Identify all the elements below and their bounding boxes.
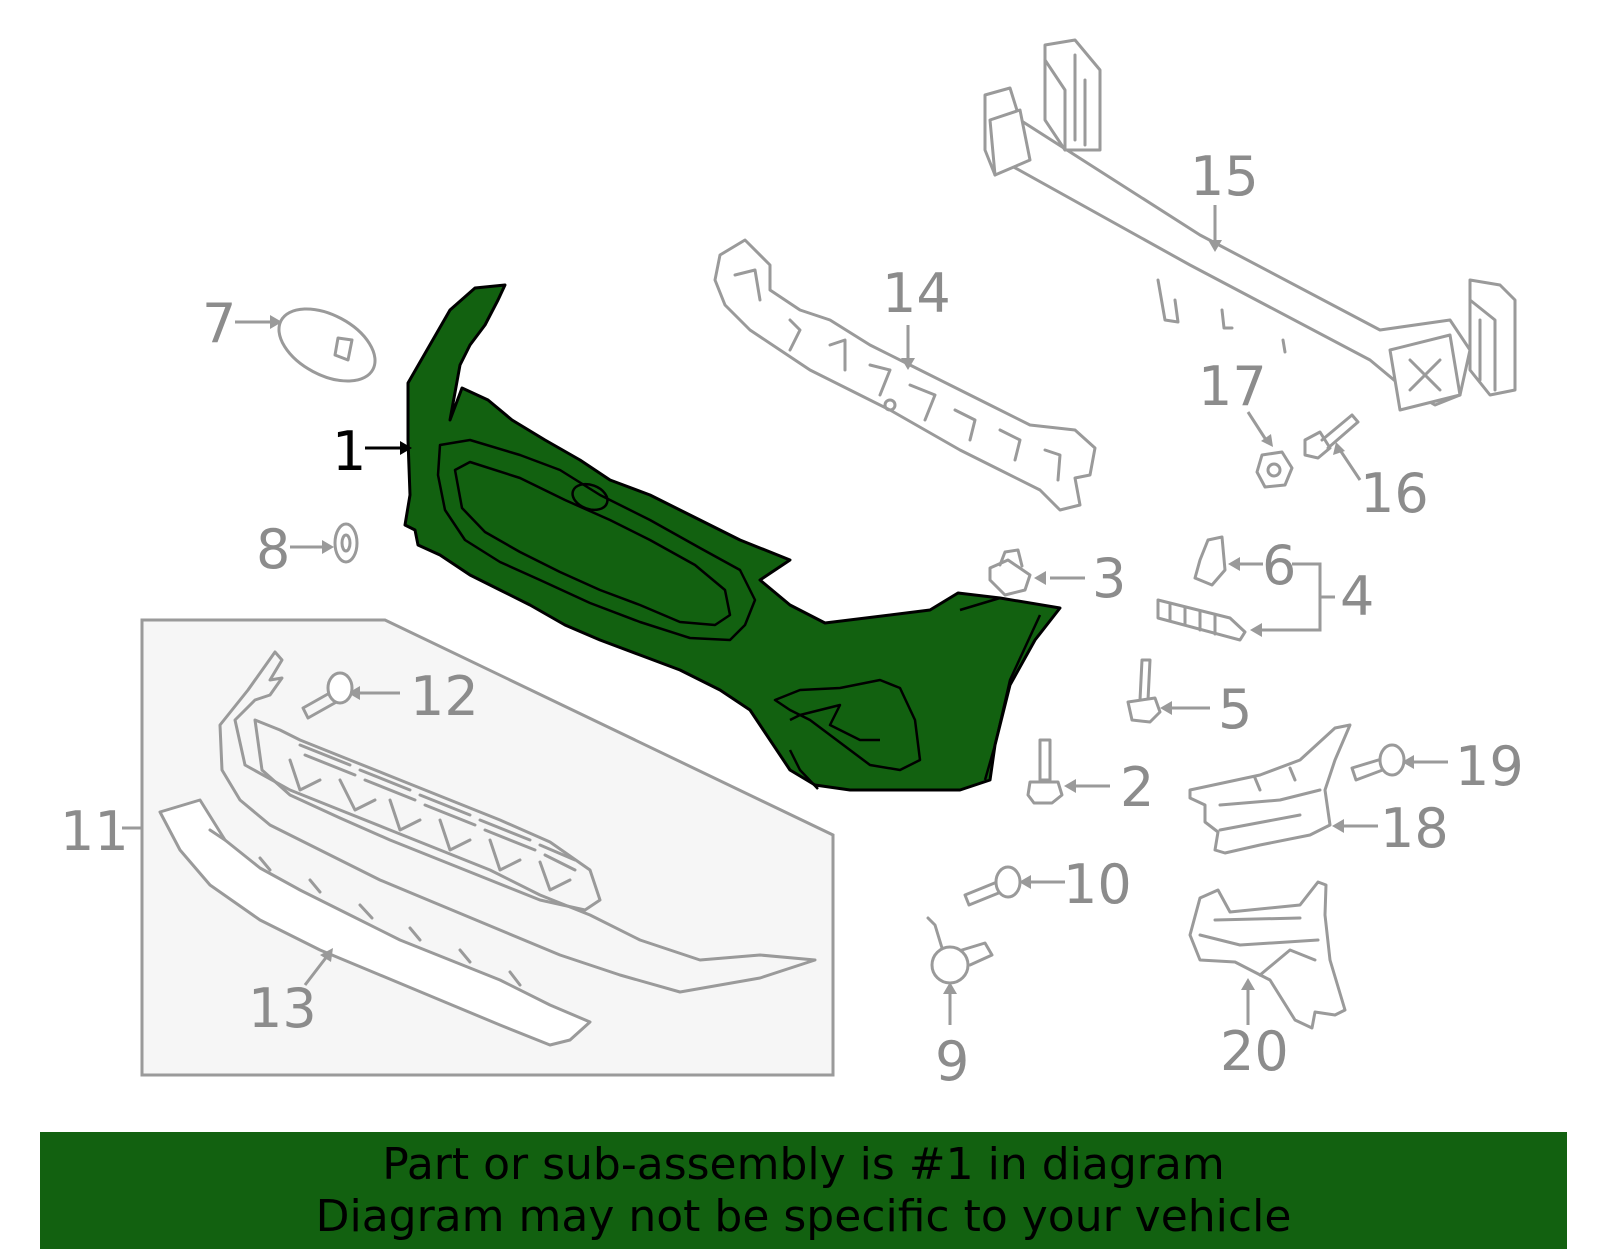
callout-2[interactable]: 2 [1120,756,1154,819]
bolt-16[interactable] [1303,413,1360,460]
arrowhead-6 [1228,557,1240,571]
bracket-assembly-4[interactable] [1156,598,1247,642]
grille-assembly-inset-11[interactable]: 12 13 [140,618,835,1077]
arrowhead-3 [1034,571,1046,585]
callout-17[interactable]: 17 [1198,355,1267,418]
lower-grille-12[interactable] [218,650,817,994]
callout-9[interactable]: 9 [935,1030,969,1093]
callout-8[interactable]: 8 [256,518,290,581]
callout-10[interactable]: 10 [1063,853,1132,916]
callout-15[interactable]: 15 [1190,145,1259,208]
energy-absorber-14[interactable] [713,238,1097,512]
arrowhead-4 [1250,623,1262,637]
leader-16 [1338,449,1362,481]
callout-1[interactable]: 1 [332,420,366,483]
arrowhead-20 [1241,978,1255,990]
bracket-clip-6[interactable] [1193,535,1227,587]
side-bracket-18[interactable] [1188,723,1352,855]
callout-18[interactable]: 18 [1380,797,1449,860]
arrowhead-19 [1402,755,1414,769]
banner-line-1: Part or sub-assembly is #1 in diagram [382,1138,1225,1190]
callout-7[interactable]: 7 [202,292,236,355]
callout-12[interactable]: 12 [410,665,479,728]
nut-17[interactable] [1255,450,1294,489]
arrowhead-10 [1019,875,1031,889]
screw-12[interactable] [301,671,354,720]
arrowhead-7 [270,315,282,329]
callout-11[interactable]: 11 [60,800,129,863]
screw-10[interactable] [963,865,1022,907]
bumper-reinforcement-beam-15[interactable] [983,38,1517,412]
leader-13 [303,954,330,986]
lamp-socket-9[interactable] [926,916,994,985]
arrowhead-1 [400,441,412,455]
emblem-7[interactable] [267,294,387,396]
arrowhead-13 [320,948,333,962]
info-banner: Part or sub-assembly is #1 in diagram Di… [40,1132,1567,1249]
bumper-cover-1[interactable] [403,283,1062,792]
callout-20[interactable]: 20 [1220,1020,1289,1083]
leader-17 [1246,411,1270,444]
arrowhead-14 [901,358,915,370]
arrowhead-17 [1261,434,1273,447]
retainer-clip-3[interactable] [988,548,1032,597]
arrowhead-18 [1332,819,1344,833]
bolt-5[interactable] [1126,658,1162,724]
bolt-2[interactable] [1026,738,1064,805]
callout-16[interactable]: 16 [1360,462,1429,525]
arrowhead-8 [322,540,334,554]
arrowhead-2 [1064,779,1076,793]
trim-strip-13[interactable] [158,798,592,1047]
callout-14[interactable]: 14 [882,262,951,325]
arrowhead-5 [1160,701,1172,715]
callout-19[interactable]: 19 [1455,735,1524,798]
arrowhead-9 [943,982,957,994]
callout-3[interactable]: 3 [1092,547,1126,610]
arrowhead-15 [1208,240,1222,252]
fog-lamp-bezel-20[interactable] [1188,880,1347,1030]
callout-13[interactable]: 13 [248,977,317,1040]
arrowhead-12 [348,686,360,700]
arrowhead-16 [1333,442,1345,455]
callout-6[interactable]: 6 [1262,534,1296,597]
callout-5[interactable]: 5 [1218,678,1252,741]
clip-8[interactable] [333,522,359,564]
banner-line-2: Diagram may not be specific to your vehi… [315,1190,1292,1242]
screw-19[interactable] [1350,743,1406,782]
callout-4[interactable]: 4 [1340,565,1374,628]
